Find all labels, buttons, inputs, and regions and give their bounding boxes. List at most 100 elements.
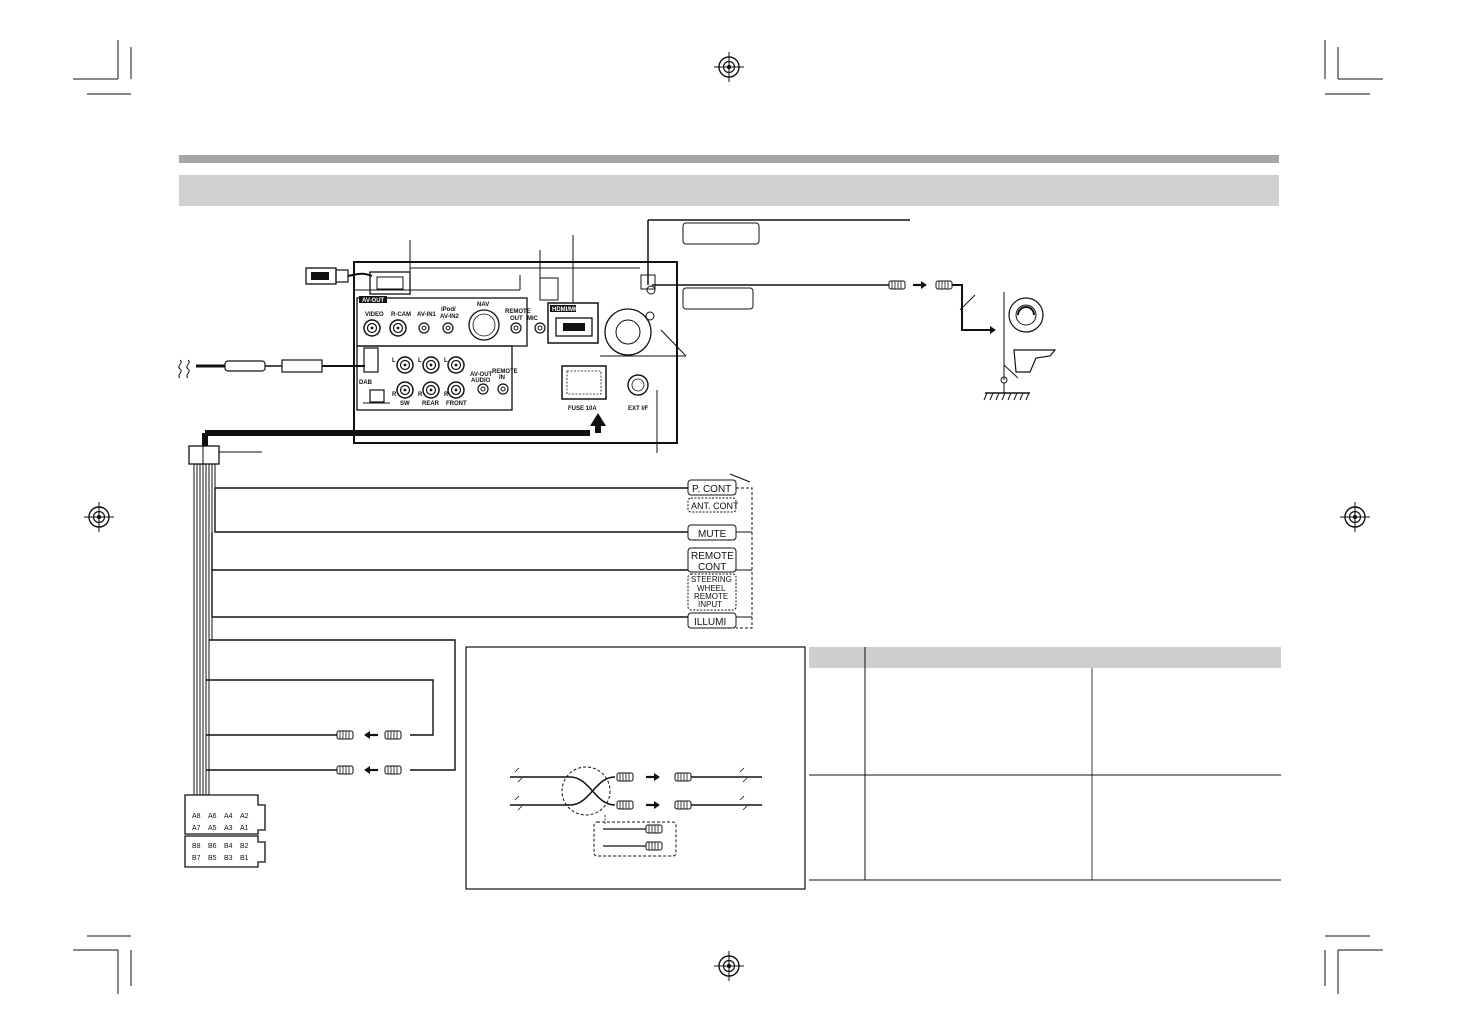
fan-grille — [604, 308, 652, 356]
av-out-label: AV-OUT — [362, 298, 385, 304]
rear-r-jack[interactable] — [422, 381, 440, 399]
video-label: VIDEO — [365, 312, 384, 318]
section-title-bar — [179, 175, 1279, 206]
l-label: L — [444, 358, 448, 364]
front-r-jack[interactable] — [447, 381, 465, 399]
pin-b1: B1 — [240, 855, 249, 862]
remote-out-jack[interactable] — [510, 322, 522, 334]
r-label: R — [392, 392, 397, 398]
pin-b4: B4 — [224, 843, 233, 850]
nav-connector[interactable] — [468, 309, 500, 341]
power-harness — [202, 413, 606, 446]
r-label: R — [444, 392, 449, 398]
mic-label: MIC — [527, 316, 539, 322]
usb-cable — [305, 267, 373, 285]
remote-out-label-b: OUT — [510, 316, 523, 322]
ipod-label: iPod/ — [441, 307, 456, 313]
steering-label-c: REMOTE — [694, 592, 728, 601]
terminal-labels: P. CONT ANT. CONT MUTE REMOTE CONT STEER… — [687, 473, 753, 629]
remote-in-label-b: IN — [499, 375, 505, 381]
dab-label: DAB — [359, 380, 373, 386]
remote-cont-label-a: REMOTE — [691, 551, 734, 562]
wire-table — [809, 647, 1281, 881]
pin-b7: B7 — [192, 855, 201, 862]
r-label: R — [418, 392, 423, 398]
l-label: L — [392, 358, 396, 364]
ant-cont-label: ANT. CONT — [691, 501, 739, 511]
parking-brake-icon — [1000, 292, 1057, 384]
ext-if-connector[interactable] — [627, 374, 649, 396]
registration-mark-icon — [713, 950, 745, 982]
sw-r-jack[interactable] — [396, 381, 414, 399]
front-l-jack[interactable] — [447, 356, 465, 374]
r-cam-label: R-CAM — [391, 312, 411, 318]
rear-panel: AV-OUT VIDEO R-CAM AV-IN1 iPod/ AV-IN2 N… — [353, 261, 678, 444]
fuse-label: FUSE 10A — [568, 406, 597, 412]
top-wires — [640, 219, 1057, 401]
registration-mark-icon — [83, 501, 115, 533]
ext-if-label: EXT I/F — [628, 406, 649, 412]
registration-mark-icon — [713, 51, 745, 83]
wire-bundle — [188, 445, 688, 795]
iso-connector: A8 A6 A4 A2 A7 A5 A3 A1 B8 B6 B4 B2 B7 B… — [184, 794, 266, 868]
pin-a7: A7 — [192, 825, 201, 832]
pin-a3: A3 — [224, 825, 233, 832]
registration-mark-icon — [1339, 501, 1371, 533]
hdmi-port[interactable] — [555, 317, 593, 337]
dab-connector[interactable] — [369, 389, 385, 403]
hdmi-mhl-label: HDMI/MHL — [552, 307, 582, 313]
remote-in-jack[interactable] — [497, 383, 509, 395]
mute-label: MUTE — [698, 529, 727, 540]
illumi-label: ILLUMI — [694, 617, 726, 628]
nav-label: NAV — [477, 302, 489, 308]
crop-marks — [73, 40, 1383, 994]
av-in2-jack[interactable] — [442, 322, 454, 334]
av-in1-jack[interactable] — [418, 322, 430, 334]
pin-b8: B8 — [192, 843, 201, 850]
arrow-icon — [362, 729, 380, 741]
video-jack[interactable] — [363, 319, 381, 337]
pin-a2: A2 — [240, 813, 249, 820]
antenna-cable — [178, 359, 365, 379]
arrow-icon — [644, 771, 662, 783]
av-out-audio-jack[interactable] — [477, 383, 489, 395]
arrow-icon — [911, 279, 929, 291]
l-label: L — [418, 358, 422, 364]
pin-b6: B6 — [208, 843, 217, 850]
mic-jack[interactable] — [534, 322, 546, 334]
remote-cont-label-b: CONT — [698, 562, 726, 573]
rear-l-jack[interactable] — [422, 356, 440, 374]
antenna-connector[interactable] — [363, 347, 379, 373]
pin-a4: A4 — [224, 813, 233, 820]
steering-label-d: INPUT — [698, 600, 722, 609]
ground-symbol-icon — [983, 383, 1030, 401]
leader-lines — [409, 235, 687, 453]
pin-a8: A8 — [192, 813, 201, 820]
steering-label-a: STEERING — [691, 575, 732, 584]
swap-wires-inset — [465, 646, 806, 890]
power-connector[interactable] — [561, 365, 607, 400]
pin-b2: B2 — [240, 843, 249, 850]
av-in1-label: AV-IN1 — [417, 312, 437, 318]
p-cont-label: P. CONT — [692, 484, 731, 495]
av-in2-label: AV-IN2 — [440, 314, 460, 320]
sw-l-jack[interactable] — [396, 356, 414, 374]
page-header-bar — [179, 155, 1279, 163]
front-label: FRONT — [446, 401, 467, 407]
rear-label: REAR — [422, 401, 440, 407]
pin-b5: B5 — [208, 855, 217, 862]
pin-a5: A5 — [208, 825, 217, 832]
sw-label: SW — [400, 401, 410, 407]
remote-out-label-a: REMOTE — [505, 309, 531, 315]
r-cam-jack[interactable] — [389, 319, 407, 337]
arrow-icon — [590, 413, 606, 426]
steering-label-b: WHEEL — [697, 584, 726, 593]
arrow-icon — [362, 764, 380, 776]
pin-a1: A1 — [240, 825, 249, 832]
av-out-audio-label-a: AV-OUT — [470, 372, 493, 378]
remote-in-label-a: REMOTE — [492, 369, 518, 375]
arrow-icon — [644, 799, 662, 811]
pin-b3: B3 — [224, 855, 233, 862]
pin-a6: A6 — [208, 813, 217, 820]
